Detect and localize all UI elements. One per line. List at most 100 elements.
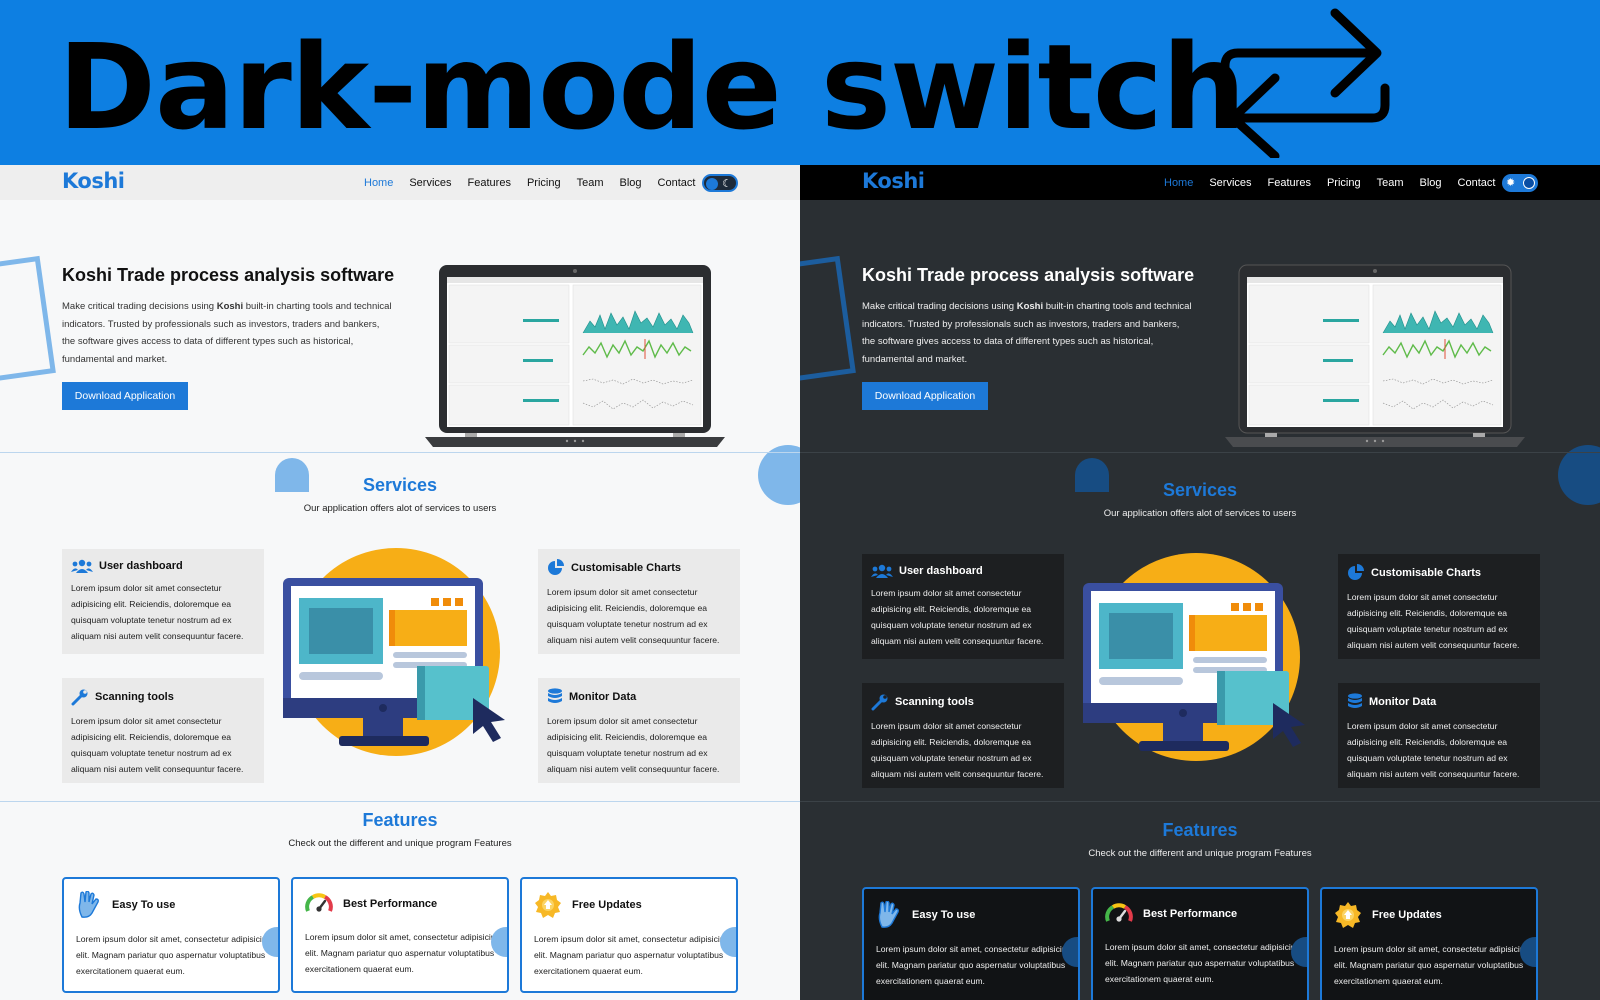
service-title: Scanning tools [895, 696, 974, 708]
dark-mode-toggle[interactable]: ☾ [702, 174, 738, 192]
swap-arrows-icon [1220, 8, 1390, 158]
feature-title: Free Updates [572, 899, 642, 911]
nav-link-blog[interactable]: Blog [619, 176, 642, 189]
service-card-customisable-charts: Customisable Charts Lorem ipsum dolor si… [1338, 554, 1540, 659]
wrench-icon [71, 689, 88, 706]
nav-link-contact[interactable]: Contact [1457, 176, 1496, 189]
service-text: Lorem ipsum dolor sit amet consectetur a… [547, 716, 720, 774]
decorative-circle [720, 927, 736, 957]
gauge-icon [305, 893, 333, 912]
update-badge-icon [535, 892, 561, 918]
hero-description: Make critical trading decisions using Ko… [62, 301, 392, 365]
hand-icon [878, 901, 899, 928]
users-icon [871, 564, 893, 578]
service-card-monitor-data: Monitor Data Lorem ipsum dolor sit amet … [1338, 683, 1540, 788]
hero-description: Make critical trading decisions using Ko… [862, 301, 1192, 365]
pie-chart-icon [548, 559, 564, 575]
features-subtitle: Check out the different and unique progr… [1088, 848, 1312, 859]
hero-section: Koshi Trade process analysis software Ma… [0, 200, 800, 505]
services-title: Services [362, 475, 438, 495]
navbar: Koshi Home Services Features Pricing Tea… [0, 165, 800, 200]
decorative-circle [262, 927, 278, 957]
nav-link-home[interactable]: Home [1164, 176, 1194, 189]
laptop-illustration [425, 265, 725, 447]
feature-text: Lorem ipsum dolor sit amet, consectetur … [1105, 942, 1301, 984]
service-title: User dashboard [899, 565, 983, 577]
service-text: Lorem ipsum dolor sit amet consectetur a… [871, 588, 1044, 646]
service-title: Customisable Charts [571, 562, 682, 574]
hero-section: Koshi Trade process analysis software Ma… [800, 200, 1600, 505]
decorative-semicircle [275, 458, 309, 492]
nav-link-contact[interactable]: Contact [657, 176, 696, 189]
pie-chart-icon [1348, 564, 1364, 580]
gauge-icon [1105, 903, 1133, 922]
feature-text: Lorem ipsum dolor sit amet, consectetur … [76, 934, 272, 976]
features-title: Features [362, 810, 438, 830]
database-icon [1348, 693, 1362, 708]
nav-link-features[interactable]: Features [1267, 176, 1311, 189]
sun-icon: ✹ [1506, 177, 1516, 189]
feature-card-easy-to-use: Easy To use Lorem ipsum dolor sit amet, … [862, 887, 1080, 1000]
service-title: Monitor Data [569, 691, 637, 703]
nav-links: Home Services Features Pricing Team Blog… [1164, 165, 1511, 200]
users-icon [71, 559, 93, 573]
features-subtitle: Check out the different and unique progr… [288, 838, 512, 849]
nav-link-features[interactable]: Features [467, 176, 511, 189]
dark-theme-panel: Koshi Home Services Features Pricing Tea… [800, 165, 1600, 1000]
logo[interactable]: Koshi [862, 169, 925, 193]
nav-link-team[interactable]: Team [1376, 176, 1404, 189]
nav-link-home[interactable]: Home [364, 176, 394, 189]
nav-link-blog[interactable]: Blog [1419, 176, 1442, 189]
service-text: Lorem ipsum dolor sit amet consectetur a… [1347, 721, 1520, 779]
feature-title: Best Performance [343, 898, 438, 910]
services-subtitle: Our application offers alot of services … [303, 503, 497, 514]
features-title: Features [1162, 820, 1238, 840]
decorative-square [0, 255, 56, 383]
computer-illustration [283, 548, 505, 756]
service-card-user-dashboard: User dashboard Lorem ipsum dolor sit ame… [862, 554, 1064, 659]
service-title: User dashboard [99, 560, 183, 572]
nav-link-services[interactable]: Services [409, 176, 452, 189]
feature-card-free-updates: Free Updates Lorem ipsum dolor sit amet,… [520, 877, 738, 993]
decorative-circle [1520, 937, 1536, 967]
navbar: Koshi Home Services Features Pricing Tea… [800, 165, 1600, 200]
feature-card-free-updates: Free Updates Lorem ipsum dolor sit amet,… [1320, 887, 1538, 1000]
service-text: Lorem ipsum dolor sit amet consectetur a… [547, 587, 720, 645]
section-divider [0, 452, 800, 453]
toggle-knob [706, 178, 718, 190]
hand-icon [78, 891, 99, 918]
service-title: Scanning tools [95, 691, 174, 703]
hero-title: Koshi Trade process analysis software [862, 265, 1195, 285]
feature-title: Best Performance [1143, 908, 1238, 920]
decorative-square [800, 255, 856, 383]
toggle-knob [1523, 177, 1535, 189]
services-title: Services [1162, 480, 1238, 500]
service-text: Lorem ipsum dolor sit amet consectetur a… [871, 721, 1044, 779]
service-text: Lorem ipsum dolor sit amet consectetur a… [1347, 592, 1520, 650]
hero-title: Koshi Trade process analysis software [62, 265, 395, 285]
feature-text: Lorem ipsum dolor sit amet, consectetur … [305, 932, 501, 974]
nav-link-services[interactable]: Services [1209, 176, 1252, 189]
light-theme-panel: Koshi Home Services Features Pricing Tea… [0, 165, 800, 1000]
wrench-icon [871, 694, 888, 711]
service-card-scanning-tools: Scanning tools Lorem ipsum dolor sit ame… [62, 678, 264, 783]
decorative-circle [1291, 937, 1307, 967]
logo[interactable]: Koshi [62, 169, 125, 193]
section-divider [800, 801, 1600, 802]
nav-link-pricing[interactable]: Pricing [1326, 176, 1361, 189]
feature-text: Lorem ipsum dolor sit amet, consectetur … [876, 944, 1072, 986]
feature-title: Easy To use [112, 899, 176, 911]
nav-link-team[interactable]: Team [576, 176, 604, 189]
feature-title: Free Updates [1372, 909, 1442, 921]
feature-title: Easy To use [912, 909, 976, 921]
download-button[interactable]: Download Application [62, 382, 188, 410]
decorative-semicircle [1075, 458, 1109, 492]
download-button[interactable]: Download Application [862, 382, 988, 410]
service-card-user-dashboard: User dashboard Lorem ipsum dolor sit ame… [62, 549, 264, 654]
computer-illustration [1083, 553, 1305, 761]
nav-link-pricing[interactable]: Pricing [526, 176, 561, 189]
update-badge-icon [1335, 902, 1361, 928]
decorative-circle [758, 445, 800, 505]
dark-mode-toggle[interactable]: ✹ [1502, 174, 1538, 192]
service-card-scanning-tools: Scanning tools Lorem ipsum dolor sit ame… [862, 683, 1064, 788]
